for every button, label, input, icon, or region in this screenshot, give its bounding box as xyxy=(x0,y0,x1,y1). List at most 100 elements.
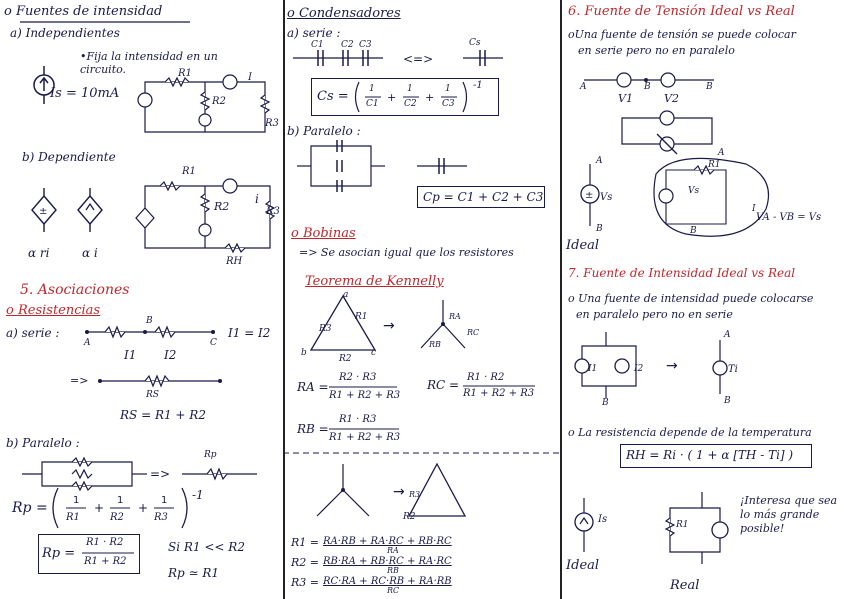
rp-box-den: R1 + R2 xyxy=(84,556,127,567)
rp-box-left: Rp = xyxy=(42,546,76,561)
rp-box-num: R1 · R2 xyxy=(86,537,124,548)
star-ra: RA xyxy=(449,312,461,321)
c2-label: C2 xyxy=(341,40,354,50)
cond-paralelo-label: b) Paralelo : xyxy=(287,124,361,138)
cs-one-2: 1 xyxy=(407,84,413,94)
ra-num: R2 · R3 xyxy=(339,372,377,383)
voltage-series-diagram xyxy=(584,70,724,90)
ra-rc-fraction-bars xyxy=(329,386,539,388)
c3-label: C3 xyxy=(359,40,372,50)
s7-note-line2: en paralelo pero no en serie xyxy=(576,308,733,321)
s7-i2: I2 xyxy=(634,364,644,374)
serie-label: a) serie : xyxy=(6,326,60,340)
cs-c3: C3 xyxy=(442,99,455,109)
voltage-ideal-vs-real-diagram: ± xyxy=(576,154,836,244)
circuit-dependent-diagram xyxy=(130,176,280,258)
s7-node-b: B xyxy=(602,398,609,408)
current-ideal-vs-real-diagram xyxy=(570,488,740,568)
delta-r2: R2 xyxy=(403,512,416,522)
cs-boxed-formula xyxy=(311,78,499,116)
s6-ideal-node-b: B xyxy=(596,224,603,234)
alpha-ri-label: α ri xyxy=(28,246,50,260)
column-left: o Fuentes de intensidad a) Independiente… xyxy=(0,0,283,599)
svg-text:→: → xyxy=(393,484,405,500)
parallel-resistor-diagram: => xyxy=(22,458,262,494)
series-equiv-diagram: => xyxy=(70,374,222,390)
dep-label-r1: R1 xyxy=(182,166,196,177)
r2-formula-left: R2 = xyxy=(291,556,319,569)
r1-expr: RA·RB + RA·RC + RB·RC xyxy=(323,536,452,547)
node-a-1: A xyxy=(84,338,91,348)
s7-it: Ti xyxy=(728,364,738,375)
dependent-source-icons: ± xyxy=(30,188,110,238)
rc-den: R1 + R2 + R3 xyxy=(463,388,535,399)
s6-node-a: A xyxy=(580,82,587,92)
s6-real-node-a: A xyxy=(718,148,725,158)
svg-text:+: + xyxy=(138,501,148,515)
delta-to-star-diagram: → xyxy=(303,292,553,362)
is-value: Is = 10mA xyxy=(50,86,120,101)
cs-label: Cs xyxy=(469,38,481,48)
real-label: Real xyxy=(670,578,700,593)
svg-text:=>: => xyxy=(70,374,88,387)
current-source-icon xyxy=(30,66,60,106)
tri-r3: R3 xyxy=(319,324,332,334)
dependiente-title: b) Dependiente xyxy=(22,150,116,164)
fuentes-intensidad-title: o Fuentes de intensidad xyxy=(4,4,163,19)
cs-formula-left: Cs = xyxy=(317,89,349,104)
series-resistor-diagram xyxy=(85,322,215,340)
rp-label: Rp xyxy=(204,450,217,460)
r3-den: RC xyxy=(387,586,400,595)
section-7-title: 7. Fuente de Intensidad Ideal vs Real xyxy=(568,266,796,280)
delta-r3: R3 xyxy=(409,490,421,499)
s7-is-label: Is xyxy=(598,514,608,525)
r3-formula-left: R3 = xyxy=(291,576,319,589)
star-rc: RC xyxy=(467,328,480,337)
cs-c1: C1 xyxy=(366,99,379,109)
cs-formula-body: + + xyxy=(355,80,495,114)
alpha-i-label: α i xyxy=(82,246,98,260)
star-rb: RB xyxy=(429,340,441,349)
svg-text:±: ± xyxy=(39,206,47,217)
s6-node-b: B xyxy=(644,82,651,92)
s6-note-line2: en serie pero no en paralelo xyxy=(578,44,735,57)
s6-real-node-b: B xyxy=(690,226,697,236)
s7-node-b2: B xyxy=(724,396,731,406)
label-r3: R3 xyxy=(265,118,279,129)
dep-label-i: i xyxy=(255,192,259,206)
svg-text:+: + xyxy=(425,91,434,104)
cs-one-3: 1 xyxy=(445,84,451,94)
current-parallel-diagram: → xyxy=(566,332,766,398)
rp-formula-parentheses: + + 1 1 1 xyxy=(52,488,232,528)
cond-serie-label: a) serie : xyxy=(287,26,341,40)
equiv-arrow: <=> xyxy=(403,52,434,66)
independientes-title: a) Independientes xyxy=(10,26,120,40)
r2-den: RB xyxy=(387,566,399,575)
svg-text:1: 1 xyxy=(161,495,167,506)
tri-a: a xyxy=(343,290,349,300)
ideal-label-2: Ideal xyxy=(566,558,600,573)
rb-num: R1 · R3 xyxy=(339,414,377,425)
tri-b: b xyxy=(301,348,307,358)
rc-num: R1 · R2 xyxy=(467,372,505,383)
s6-i: I xyxy=(752,204,756,214)
s6-vs-ideal: Vs xyxy=(600,192,613,203)
rs-formula: RS = R1 + R2 xyxy=(120,408,206,422)
resistencias-title: o Resistencias xyxy=(6,303,101,318)
column-right: 6. Fuente de Tensión Ideal vs Real oUna … xyxy=(560,0,848,599)
ra-den: R1 + R2 + R3 xyxy=(329,390,401,401)
svg-text:±: ± xyxy=(585,190,593,201)
kennelly-title: Teorema de Kennelly xyxy=(305,274,444,289)
dep-label-r3: R3 xyxy=(266,206,280,217)
label-r2: R2 xyxy=(212,96,226,107)
s7-r1-label: R1 xyxy=(676,520,689,530)
interesa-note: ¡Interesa que sea lo más grande posible! xyxy=(740,494,838,535)
bobinas-title: o Bobinas xyxy=(291,226,356,241)
cp-boxed-formula xyxy=(417,186,545,208)
tri-r2: R2 xyxy=(339,354,352,364)
ra-formula-left: RA = xyxy=(297,380,329,394)
asociaciones-title: 5. Asociaciones xyxy=(20,282,130,298)
rh-boxed-formula xyxy=(620,444,812,468)
column-divider-1 xyxy=(283,0,285,599)
svg-text:→: → xyxy=(666,358,678,374)
